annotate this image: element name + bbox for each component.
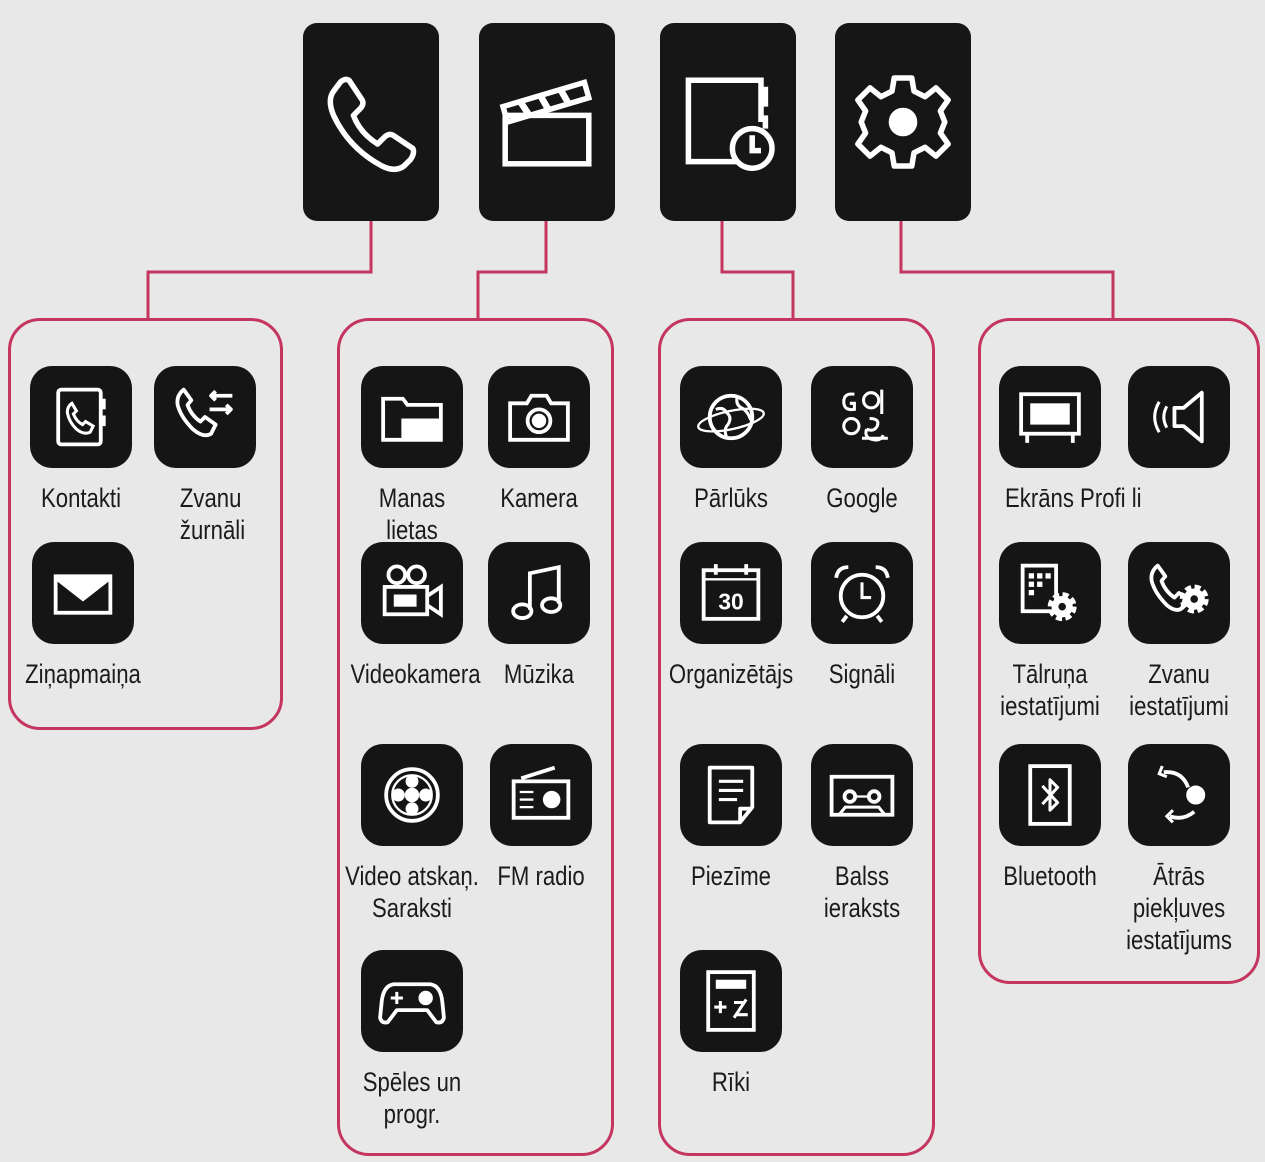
app-bluetooth[interactable]: Bluetooth xyxy=(975,744,1125,892)
display-icon xyxy=(1019,392,1081,443)
call-log-icon xyxy=(175,387,233,438)
label-zinapmaina: Ziņapmaiņa xyxy=(25,659,141,689)
label-kontakti: Kontakti xyxy=(40,483,122,513)
calendar-icon: 30 xyxy=(701,564,761,621)
app-zvanu-zurnali[interactable]: Zvanu žurnāli xyxy=(130,366,280,546)
label-bluetooth: Bluetooth xyxy=(1003,861,1097,891)
label-videokamera: Videokamera xyxy=(350,659,481,689)
clapperboard-icon xyxy=(499,78,593,167)
app-zvanu-iestatijumi[interactable]: Zvanu iestatījumi xyxy=(1104,542,1254,722)
phone-settings-icon xyxy=(1020,563,1077,622)
label-muzika: Mūzika xyxy=(503,659,575,689)
app-balss-ieraksts[interactable]: Balss ieraksts xyxy=(787,744,937,924)
app-fm-radio[interactable]: FM radio xyxy=(466,744,616,892)
bluetooth-icon xyxy=(1028,764,1072,826)
film-reel-icon xyxy=(384,767,440,823)
label-zvanu-iestatijumi: Zvanu iestatījumi xyxy=(1129,659,1229,721)
note-icon xyxy=(707,765,755,825)
label-kamera: Kamera xyxy=(500,483,578,513)
label-talruna-iestatijumi: Tālruņa iestatījumi xyxy=(1000,659,1100,721)
app-parluks[interactable]: Pārlūks xyxy=(656,366,806,514)
app-atras-piekluves[interactable]: Ātrās piekļuves iestatījums xyxy=(1104,744,1254,956)
app-google[interactable]: Google xyxy=(787,366,937,514)
video-camera-icon xyxy=(382,564,443,618)
document-clock-icon xyxy=(685,77,775,171)
label-riki: Rīki xyxy=(711,1067,751,1097)
app-videokamera[interactable]: Videokamera xyxy=(337,542,487,690)
contacts-icon xyxy=(56,387,106,447)
app-signali[interactable]: Signāli xyxy=(787,542,937,690)
label-organizetajs: Organizētājs xyxy=(668,659,794,689)
label-zvanu-zurnali: Zvanu žurnāli xyxy=(179,483,246,545)
cassette-icon xyxy=(829,774,895,817)
group-communication xyxy=(8,318,283,730)
globe-icon xyxy=(697,393,765,441)
envelope-icon xyxy=(53,574,113,615)
gear-icon xyxy=(855,75,951,169)
category-multimedia[interactable] xyxy=(479,23,615,221)
app-ekrans[interactable] xyxy=(975,366,1125,468)
app-kontakti[interactable]: Kontakti xyxy=(6,366,156,514)
app-riki[interactable]: Rīki xyxy=(656,950,806,1098)
connector-utilities xyxy=(720,221,795,320)
app-manas-lietas[interactable]: Manas lietas xyxy=(337,366,487,546)
group-utilities xyxy=(658,318,935,1156)
label-parluks: Pārlūks xyxy=(694,483,768,513)
label-atras-piekluves: Ātrās piekļuves iestatījums xyxy=(1126,861,1232,955)
label-piezime: Piezīme xyxy=(690,861,771,891)
group-multimedia xyxy=(337,318,614,1156)
camera-icon xyxy=(508,393,570,442)
label-fm-radio: FM radio xyxy=(497,861,585,891)
call-settings-icon xyxy=(1149,563,1209,614)
gamepad-icon xyxy=(378,982,446,1025)
app-profili[interactable] xyxy=(1104,366,1254,468)
calendar-day: 30 xyxy=(718,589,743,615)
app-muzika[interactable]: Mūzika xyxy=(464,542,614,690)
category-calls[interactable] xyxy=(303,23,439,221)
label-video-atskan: Video atskaņ. Saraksti xyxy=(345,861,479,923)
label-speles: Spēles un progr. xyxy=(362,1067,462,1129)
connector-multimedia xyxy=(476,221,548,320)
app-kamera[interactable]: Kamera xyxy=(464,366,614,514)
label-signali: Signāli xyxy=(828,659,896,689)
label-ekrans-profili: Ekrāns Profi li xyxy=(1005,483,1142,513)
quick-access-icon xyxy=(1157,765,1206,824)
app-talruna-iestatijumi[interactable]: Tālruņa iestatījumi xyxy=(975,542,1125,722)
app-organizetajs[interactable]: 30 Organizētājs xyxy=(656,542,806,690)
alarm-clock-icon xyxy=(834,565,890,624)
label-google: Google xyxy=(826,483,898,513)
radio-icon xyxy=(511,765,571,820)
connector-communication xyxy=(146,221,373,320)
category-utilities[interactable] xyxy=(660,23,796,221)
phone-icon xyxy=(327,76,417,173)
music-note-icon xyxy=(511,564,563,620)
speaker-icon xyxy=(1153,390,1204,444)
app-video-atskan[interactable]: Video atskaņ. Saraksti xyxy=(337,744,487,924)
category-settings[interactable] xyxy=(835,23,971,221)
label-balss-ieraksts: Balss ieraksts xyxy=(823,861,901,923)
connector-settings xyxy=(899,221,1115,320)
group-settings xyxy=(978,318,1260,984)
folder-icon xyxy=(381,396,443,442)
app-zinapmaina[interactable]: Ziņapmaiņa xyxy=(8,542,158,690)
calculator-icon xyxy=(706,970,756,1032)
app-speles[interactable]: Spēles un progr. xyxy=(337,950,487,1130)
app-piezime[interactable]: Piezīme xyxy=(656,744,806,892)
google-icon xyxy=(842,389,888,442)
label-manas-lietas: Manas lietas xyxy=(378,483,446,545)
